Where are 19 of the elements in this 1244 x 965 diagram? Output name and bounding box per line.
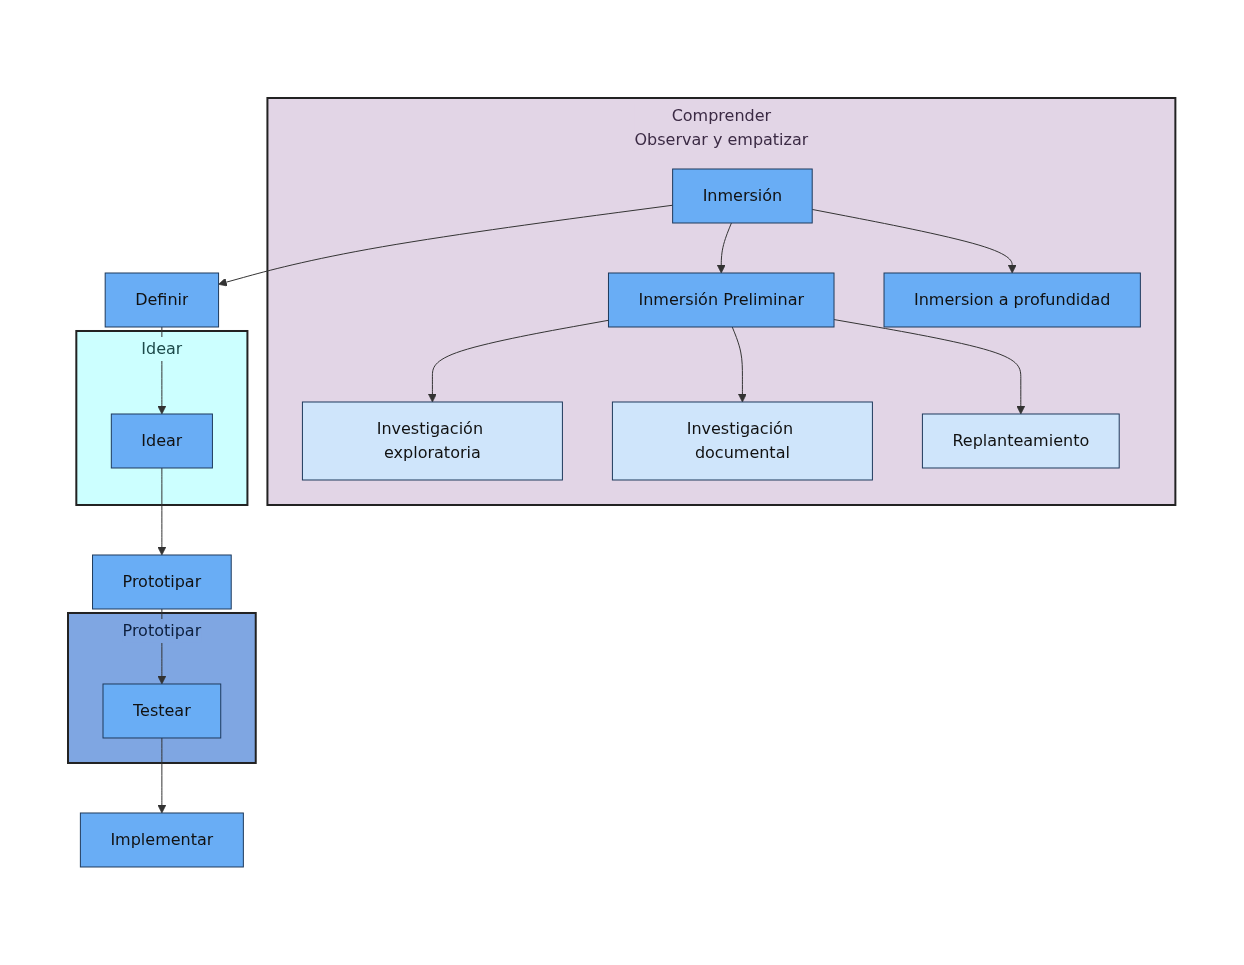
node-box: Prototipar (92, 554, 233, 610)
arrow (157, 737, 167, 814)
node-box: Inmersión Preliminar (608, 272, 835, 328)
node-box: Implementar (80, 812, 245, 868)
arrow (812, 208, 1017, 274)
node-box: Definir (105, 272, 220, 328)
node-box: Testear (102, 683, 222, 739)
arrow (717, 222, 733, 274)
node-box: Replanteamiento (922, 413, 1120, 469)
arrow (218, 204, 674, 287)
node-box: Inmersion a profundidad (883, 272, 1142, 328)
node-box: Idear (111, 413, 214, 469)
arrow (732, 326, 748, 403)
node-box: Investigación exploratoria (302, 401, 564, 481)
arrow (428, 319, 610, 403)
arrow (157, 467, 167, 556)
node-box: Investigación documental (612, 401, 874, 481)
arrow (833, 319, 1026, 415)
node-box: Inmersión (672, 168, 813, 224)
